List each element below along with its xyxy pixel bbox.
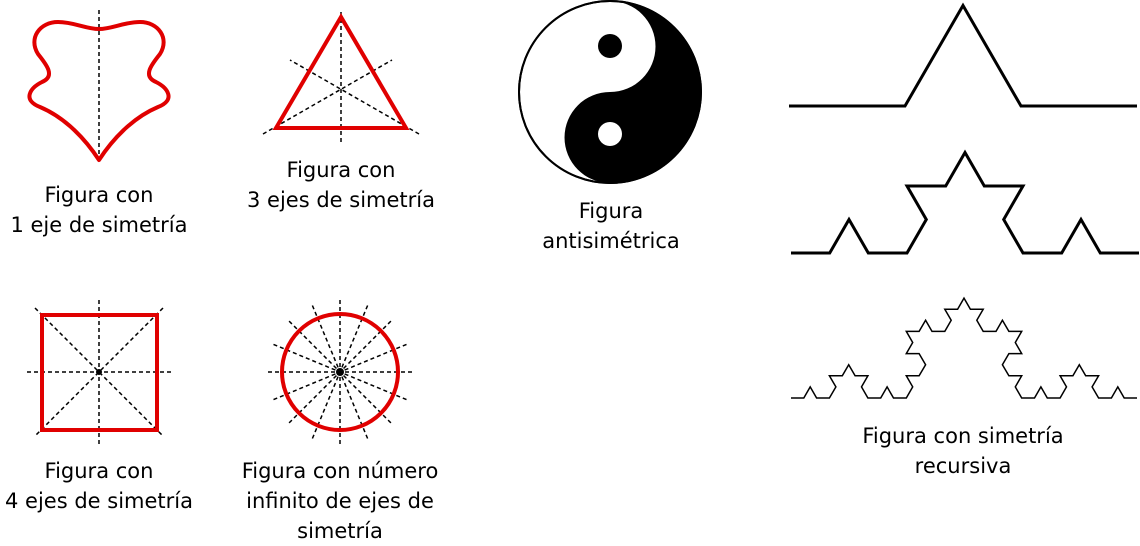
label-line: antisimétrica bbox=[542, 229, 680, 253]
label-recursive: Figura con simetría recursiva bbox=[840, 421, 1086, 481]
label-line: Figura con bbox=[44, 459, 154, 483]
triangle-shape bbox=[272, 13, 410, 130]
label-line: 3 ejes de simetría bbox=[247, 188, 435, 212]
koch-curve-iteration-3 bbox=[791, 296, 1137, 399]
symmetry-axis bbox=[289, 59, 420, 135]
label-line: 4 ejes de simetría bbox=[5, 489, 193, 513]
square-shape bbox=[40, 313, 159, 432]
label-line: Figura con bbox=[286, 158, 396, 182]
black-dot bbox=[598, 34, 622, 58]
koch-curve-iteration-2 bbox=[791, 149, 1139, 255]
koch-curve-iteration-1 bbox=[789, 2, 1137, 108]
label-four-axes: Figura con 4 ejes de simetría bbox=[0, 456, 198, 516]
figure-one-axis bbox=[27, 10, 171, 162]
circle-shape bbox=[280, 312, 400, 432]
label-line: recursiva bbox=[914, 454, 1012, 478]
vase-outline bbox=[27, 20, 171, 162]
label-one-axis: Figura con 1 eje de simetría bbox=[0, 180, 198, 240]
label-line: Figura con número bbox=[241, 459, 439, 483]
center-point bbox=[96, 369, 102, 375]
label-antisymmetric: Figura antisimétrica bbox=[520, 196, 702, 256]
figure-four-axes bbox=[27, 300, 171, 444]
figure-three-axes bbox=[262, 12, 420, 142]
label-line: Figura bbox=[578, 199, 644, 223]
figure-infinite-axes bbox=[268, 300, 412, 444]
symmetry-axis bbox=[34, 307, 164, 437]
yin-yang-outline-stroke bbox=[518, 0, 702, 184]
label-line: 1 eje de simetría bbox=[10, 213, 188, 237]
figure-recursive bbox=[789, 2, 1139, 399]
center-point bbox=[336, 368, 344, 376]
symmetry-axis bbox=[262, 59, 393, 135]
label-line: Figura con simetría bbox=[862, 424, 1064, 448]
label-three-axes: Figura con 3 ejes de simetría bbox=[236, 155, 446, 215]
white-dot bbox=[598, 122, 622, 146]
label-line: simetría bbox=[297, 519, 383, 543]
label-infinite-axes: Figura con número infinito de ejes de si… bbox=[225, 456, 455, 546]
label-line: infinito de ejes de bbox=[246, 489, 434, 513]
label-line: Figura con bbox=[44, 183, 154, 207]
figure-antisymmetric bbox=[518, 0, 702, 184]
symmetry-axis bbox=[34, 307, 164, 437]
